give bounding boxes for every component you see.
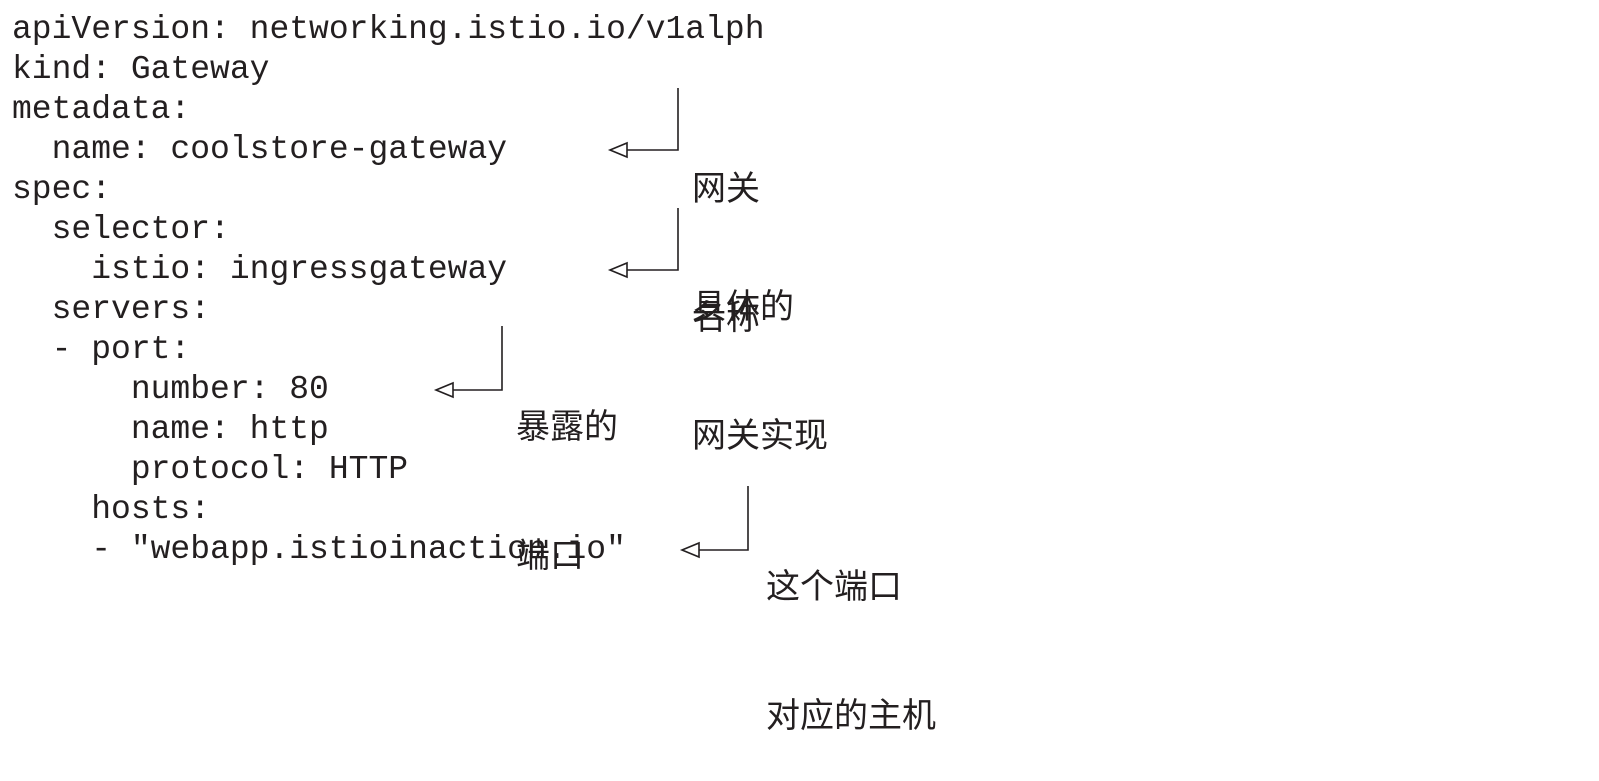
annotation-port-host: 这个端口 对应的主机	[766, 480, 936, 781]
annotation-line: 具体的	[692, 287, 794, 327]
annotation-line: 网关	[692, 169, 760, 209]
annotation-gateway-name: 网关 名称	[692, 82, 760, 383]
code-line: - "webapp.istioinaction.io"	[12, 531, 626, 568]
code-line: metadata:	[12, 91, 191, 128]
annotation-line: 这个端口	[766, 567, 902, 607]
annotation-line: 网关实现	[692, 416, 828, 456]
annotation-line: 名称	[692, 298, 760, 338]
code-line: selector:	[12, 211, 230, 248]
code-line: apiVersion: networking.istio.io/v1alph	[12, 11, 765, 48]
callout-arrows	[433, 88, 749, 559]
callout-arrow-gateway-impl	[607, 208, 679, 279]
code-line: istio: ingressgateway	[12, 251, 508, 288]
callout-arrow-exposed-port	[433, 326, 503, 399]
callout-arrow-gateway-name	[607, 88, 679, 159]
annotation-line: 暴露的	[516, 407, 618, 447]
code-line: spec:	[12, 171, 112, 208]
code-line: kind: Gateway	[12, 51, 270, 88]
code-line: name: coolstore-gateway	[12, 131, 508, 168]
annotation-gateway-impl: 具体的 网关实现	[692, 200, 828, 501]
annotation-line: 对应的主机	[766, 696, 936, 736]
code-line: servers:	[12, 291, 211, 328]
code-line: hosts:	[12, 491, 211, 528]
code-line: - port:	[12, 331, 191, 368]
callout-arrow-port-host	[679, 486, 749, 559]
code-line: number: 80	[12, 371, 329, 408]
code-line: protocol: HTTP	[12, 451, 409, 488]
annotation-exposed-port: 暴露的 端口	[516, 320, 618, 621]
code-line: name: http	[12, 411, 329, 448]
annotation-line: 端口	[516, 536, 584, 576]
